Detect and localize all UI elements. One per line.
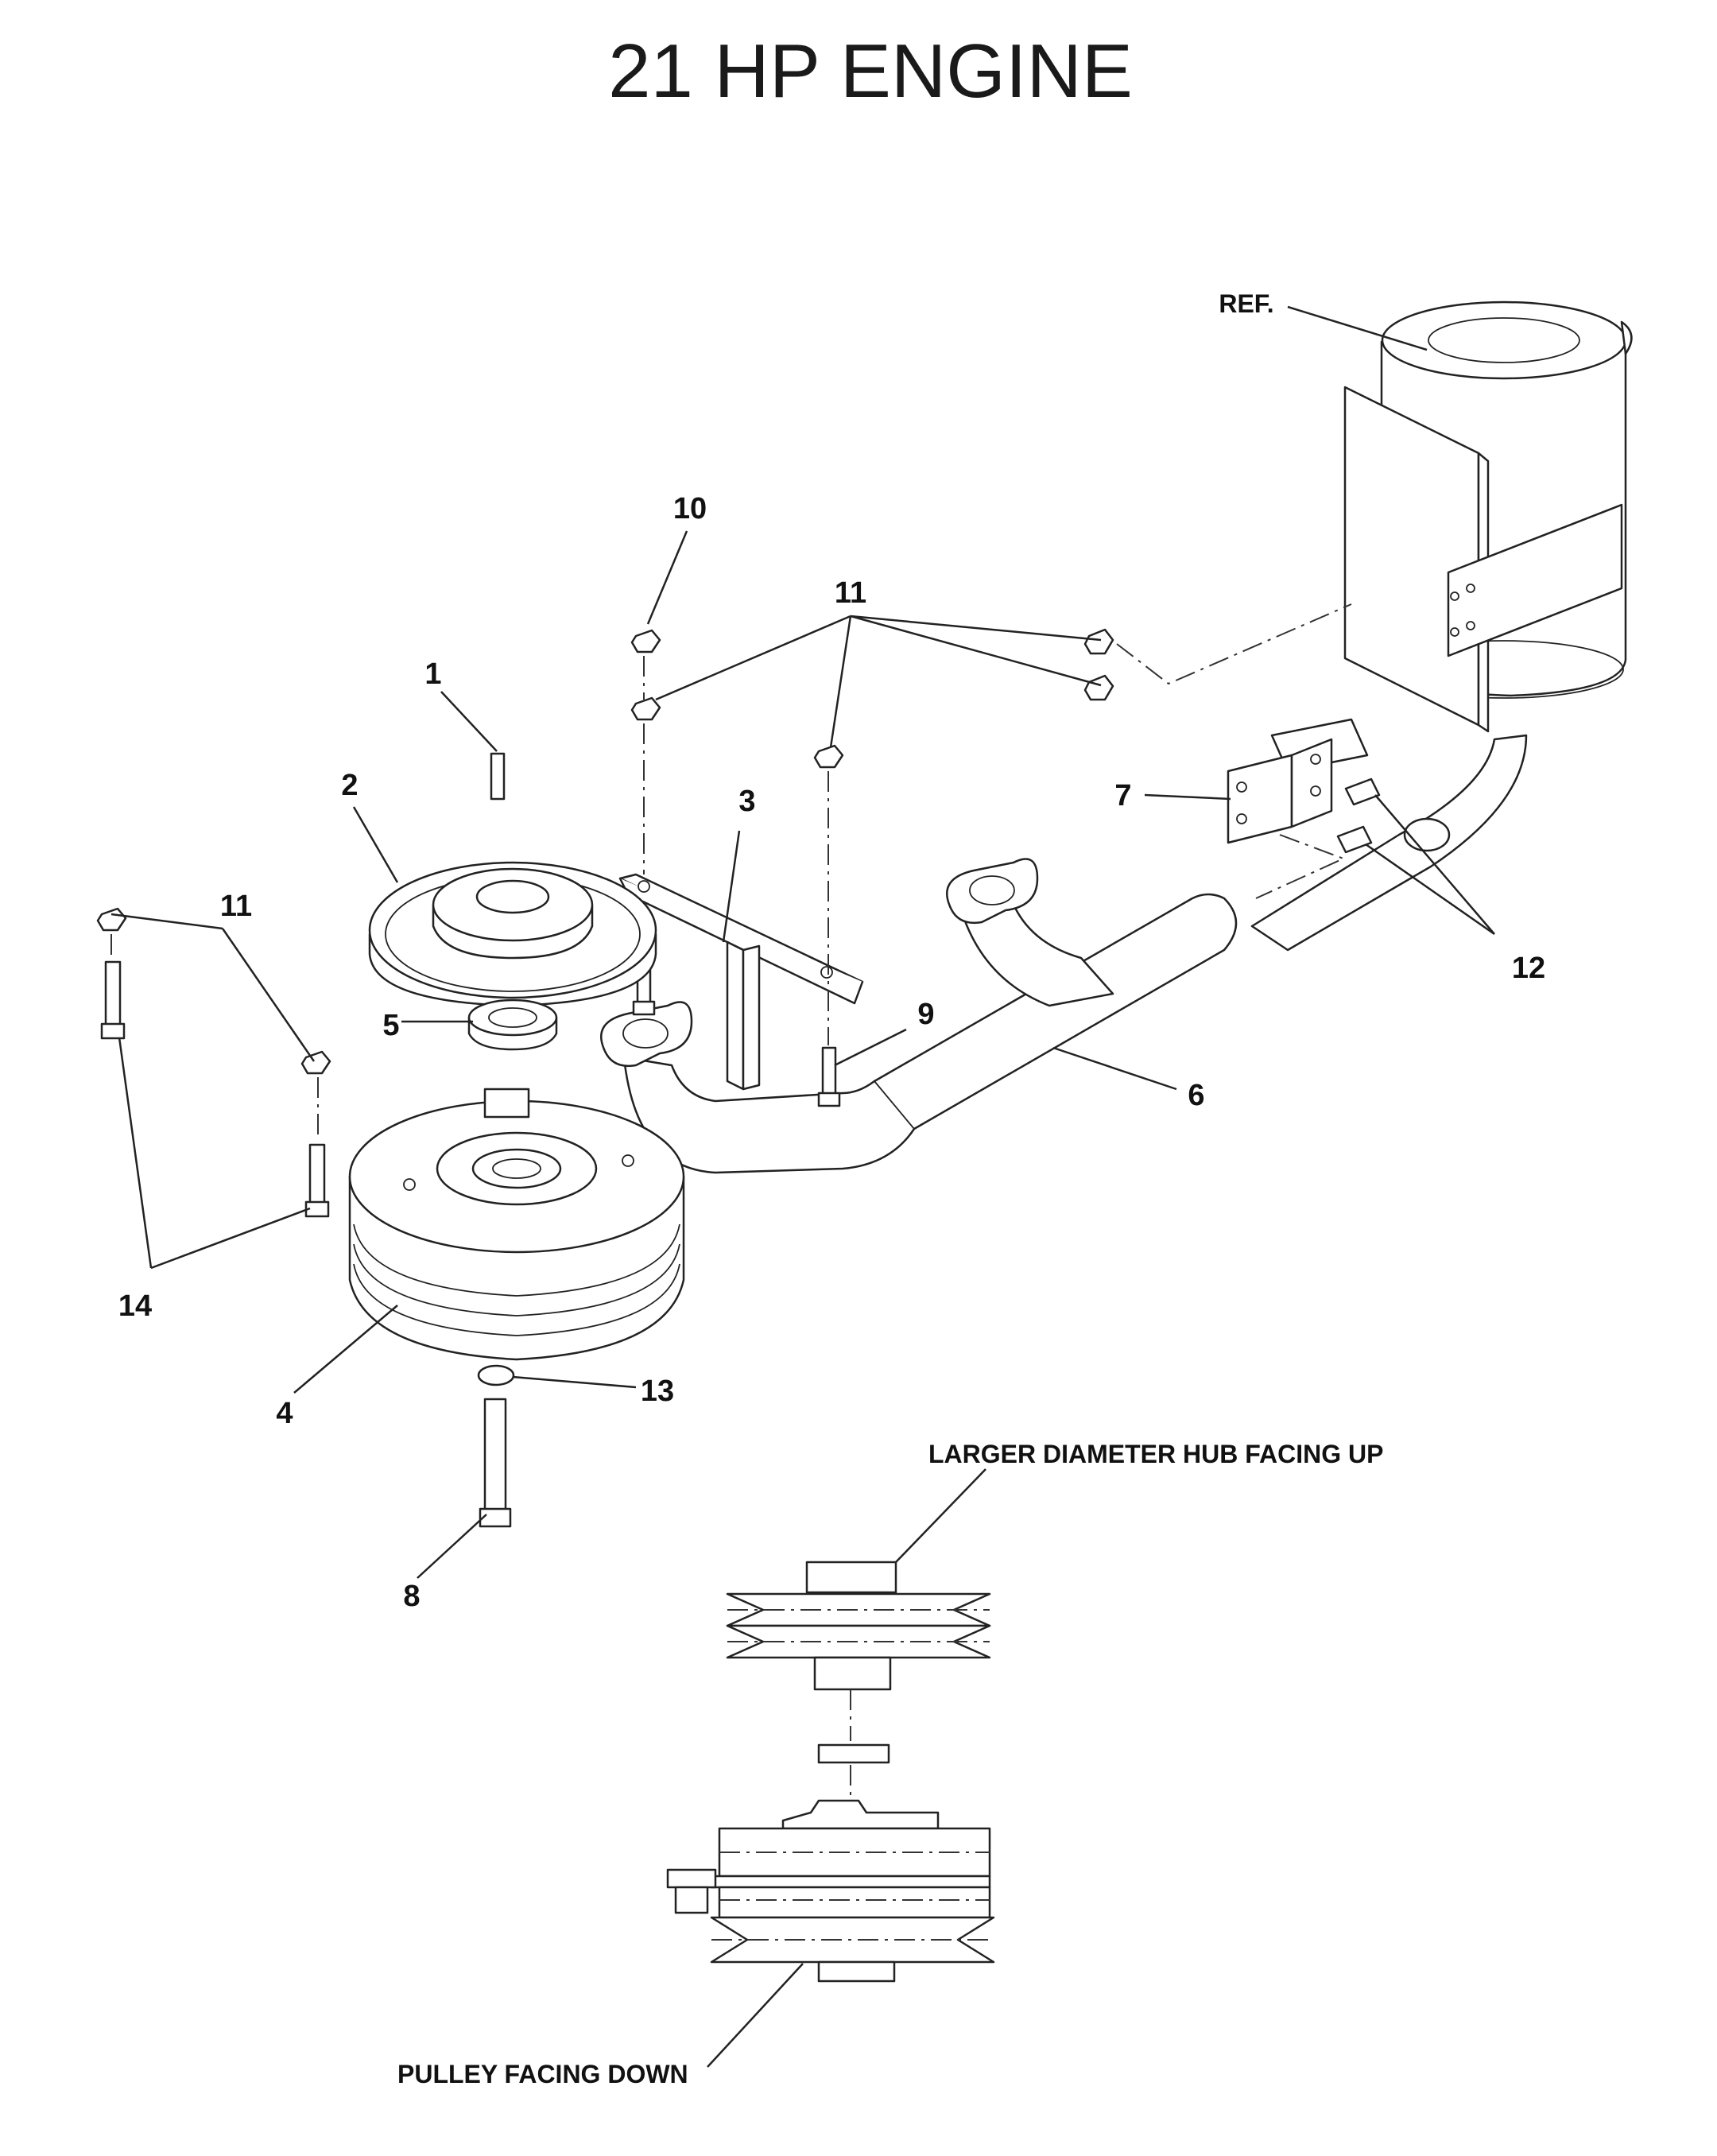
- strap-bracket: [1227, 738, 1333, 844]
- callout-14: 14: [118, 1289, 152, 1323]
- callout-13: 13: [641, 1375, 674, 1408]
- callout-12: 12: [1512, 952, 1545, 985]
- clutch: [348, 1088, 685, 1361]
- pulley-facing-down-note: PULLEY FACING DOWN: [397, 2060, 688, 2088]
- muffler-ref: [1270, 301, 1633, 773]
- assembly-detail: [666, 1561, 995, 1983]
- leader-lines: [110, 305, 1495, 2068]
- diagram-title: 21 HP ENGINE: [608, 29, 1133, 114]
- callout-6: 6: [1188, 1079, 1204, 1112]
- callout-4: 4: [276, 1397, 293, 1430]
- callout-2: 2: [341, 769, 358, 802]
- callout-9: 9: [917, 998, 934, 1031]
- callout-10: 10: [673, 492, 707, 525]
- pulley: [368, 861, 657, 1007]
- callout-5: 5: [382, 1009, 399, 1042]
- exhaust-pipe: [600, 734, 1528, 1174]
- callout-11-upper: 11: [835, 576, 866, 610]
- spacer: [467, 999, 558, 1051]
- callout-8: 8: [403, 1580, 420, 1613]
- callout-numbers: 1 2 3 4 5 6 7 8 9 10 11 11 12 13 14: [118, 492, 1545, 1613]
- callout-7: 7: [1114, 779, 1131, 812]
- ref-label: REF.: [1219, 289, 1273, 318]
- pipe-bracket: [618, 873, 864, 1091]
- fasteners: [96, 628, 1381, 1528]
- notes: REF. LARGER DIAMETER HUB FACING UP PULLE…: [397, 289, 1383, 2088]
- callout-3: 3: [738, 785, 755, 818]
- callout-1: 1: [424, 657, 441, 691]
- center-lines: [110, 603, 1352, 1941]
- hub-facing-up-note: LARGER DIAMETER HUB FACING UP: [928, 1440, 1383, 1468]
- callout-11-left: 11: [220, 890, 252, 923]
